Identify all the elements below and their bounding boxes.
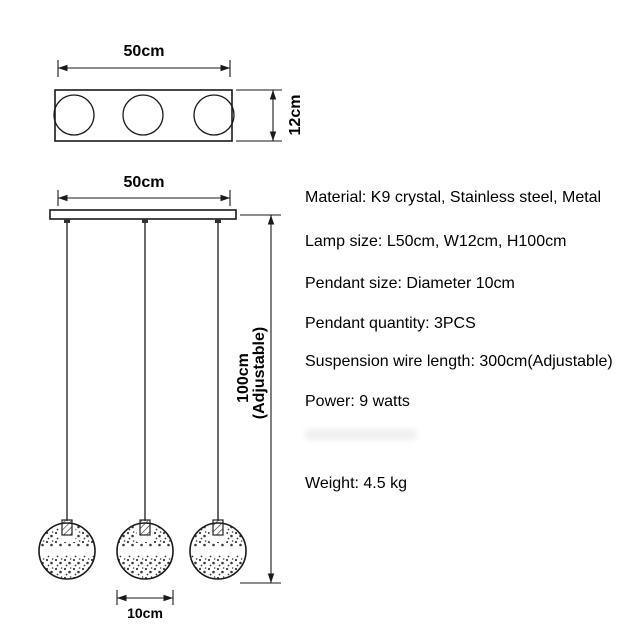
bulb-socket-1 (61, 519, 73, 536)
front-view-height-dimension: 100cm (Adjustable) (235, 214, 281, 584)
front-view-height-label: 100cm (235, 353, 252, 403)
top-view-light-1 (53, 94, 95, 136)
top-view-width-dimension: 50cm (57, 43, 231, 77)
ceiling-canopy (49, 209, 237, 220)
bulb-socket-2 (139, 519, 151, 536)
spec-pendant-size: Pendant size: Diameter 10cm (305, 275, 515, 292)
pendant-sphere-3 (189, 519, 247, 580)
pendant-sphere-2 (116, 519, 174, 580)
wire-connector-3 (215, 219, 221, 223)
front-view-width-label: 50cm (124, 174, 165, 191)
spec-weight: Weight: 4.5 kg (305, 475, 407, 492)
front-view-height-note: (Adjustable) (251, 327, 268, 419)
spec-material: Material: K9 crystal, Stainless steel, M… (305, 189, 602, 206)
front-view-width-dimension: 50cm (57, 174, 231, 206)
pendant-diameter-dimension: 10cm (116, 590, 174, 621)
faded-text-artifact (305, 429, 417, 440)
top-view-height-label: 12cm (287, 95, 304, 136)
top-view: 50cm 12cm (53, 43, 304, 142)
wire-connector-1 (64, 219, 70, 223)
bulb-socket-3 (212, 519, 224, 536)
top-view-width-label: 50cm (124, 43, 165, 60)
top-view-light-3 (193, 94, 235, 136)
spec-wire-length: Suspension wire length: 300cm(Adjustable… (305, 353, 613, 370)
spec-power: Power: 9 watts (305, 393, 410, 410)
wire-connector-2 (142, 219, 148, 223)
front-view: 50cm (38, 174, 281, 621)
spec-lamp-size: Lamp size: L50cm, W12cm, H100cm (305, 233, 567, 250)
pendant-diameter-label: 10cm (127, 605, 163, 621)
spec-pendant-quantity: Pendant quantity: 3PCS (305, 315, 476, 332)
top-view-light-2 (122, 94, 164, 136)
pendant-sphere-1 (38, 519, 96, 580)
top-view-height-dimension: 12cm (236, 89, 304, 142)
